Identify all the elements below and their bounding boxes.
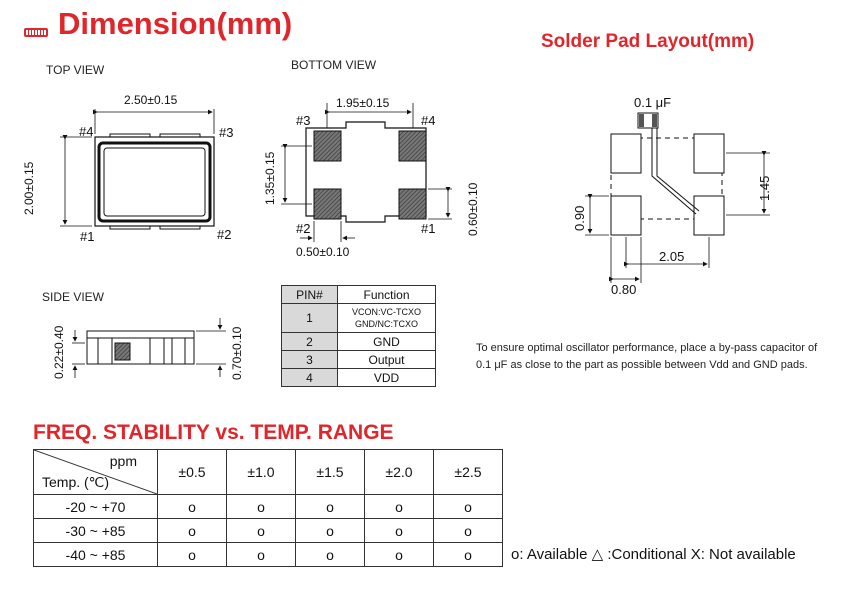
solder-dim-080: 0.80 [611, 282, 637, 297]
top-height-dim: 2.00±0.15 [22, 161, 36, 215]
avail-cell: o [364, 518, 434, 543]
avail-cell: o [364, 542, 434, 567]
avail-cell: o [295, 518, 365, 543]
avail-cell: o [157, 518, 227, 543]
avail-cell: o [157, 542, 227, 567]
pin-function-table: PIN# Function 1 VCON:VC-TCXO GND/NC:TCXO… [281, 285, 436, 387]
function-header: Function [337, 285, 436, 304]
avail-cell: o [226, 494, 296, 519]
col-header: ±1.0 [226, 449, 296, 495]
side-view-drawing [72, 318, 226, 378]
avail-cell: o [157, 494, 227, 519]
pin-header: PIN# [281, 285, 338, 304]
side-height-right-dim: 0.70±0.10 [230, 326, 244, 380]
col-header: ±2.0 [364, 449, 434, 495]
bottom-pin-3: #3 [296, 113, 311, 128]
function-cell: Output [337, 350, 436, 369]
page-title: Dimension(mm) [58, 6, 293, 41]
bottom-pin-2: #2 [296, 221, 311, 236]
bypass-note-line: To ensure optimal oscillator performance… [476, 342, 818, 354]
solder-pad-drawing [585, 112, 770, 283]
bottom-pin-4: #4 [421, 113, 436, 128]
range-cell: -30 ~ +85 [33, 518, 158, 543]
solder-dim-145: 1.45 [757, 175, 772, 201]
bottom-height-dim: 1.35±0.15 [263, 151, 277, 205]
avail-cell: o [433, 494, 503, 519]
solder-dim-090: 0.90 [572, 205, 587, 231]
top-pin-1: #1 [80, 229, 95, 244]
range-cell: -20 ~ +70 [33, 494, 158, 519]
ruler-icon [24, 28, 48, 37]
solder-pad-title: Solder Pad Layout(mm) [541, 31, 755, 52]
function-cell: VCON:VC-TCXO GND/NC:TCXO [337, 303, 436, 333]
top-view-drawing [60, 109, 215, 230]
function-cell: VDD [337, 368, 436, 387]
avail-cell: o [433, 542, 503, 567]
col-header: ±2.5 [433, 449, 503, 495]
avail-cell: o [295, 542, 365, 567]
corner-cell: ppm Temp. (℃) [33, 449, 158, 495]
avail-cell: o [226, 542, 296, 567]
top-pin-3: #3 [219, 125, 234, 140]
solder-dim-205: 2.05 [659, 249, 685, 264]
side-height-left-dim: 0.22±0.40 [52, 325, 66, 379]
avail-cell: o [295, 494, 365, 519]
freq-stability-table: ppm Temp. (℃) ±0.5 ±1.0 ±1.5 ±2.0 ±2.5 -… [33, 449, 503, 567]
top-pin-4: #4 [79, 124, 94, 139]
pin-cell: 4 [281, 368, 338, 387]
corner-diagonal [34, 450, 157, 494]
top-width-dim: 2.50±0.15 [124, 93, 178, 107]
top-pin-2: #2 [217, 227, 232, 242]
function-cell: GND [337, 332, 436, 351]
col-header: ±0.5 [157, 449, 227, 495]
top-view-label: TOP VIEW [46, 63, 105, 77]
avail-cell: o [364, 494, 434, 519]
pin-cell: 2 [281, 332, 338, 351]
range-cell: -40 ~ +85 [33, 542, 158, 567]
function-line: GND/NC:TCXO [355, 319, 418, 329]
avail-cell: o [433, 518, 503, 543]
table-row: -40 ~ +85 o o o o o [33, 542, 503, 567]
bypass-note: To ensure optimal oscillator performance… [476, 340, 817, 374]
table-row: -20 ~ +70 o o o o o [33, 494, 503, 519]
table-row: -30 ~ +85 o o o o o [33, 518, 503, 543]
bottom-pad-dim: 0.50±0.10 [296, 245, 350, 259]
pin-cell: 1 [281, 303, 338, 333]
bottom-width-dim: 1.95±0.15 [336, 96, 390, 110]
col-header: ±1.5 [295, 449, 365, 495]
corner-ppm: ppm [109, 453, 137, 469]
bottom-pin-1: #1 [421, 221, 436, 236]
pin-cell: 3 [281, 350, 338, 369]
function-line: VCON:VC-TCXO [351, 307, 421, 317]
availability-legend: o: Available △ :Conditional X: Not avail… [511, 546, 796, 563]
capacitor-label: 0.1 μF [634, 95, 672, 110]
side-view-label: SIDE VIEW [42, 290, 105, 304]
corner-temp: Temp. (℃) [42, 474, 110, 490]
bottom-pad-height-dim: 0.60±0.10 [466, 182, 480, 236]
bypass-note-line: 0.1 μF as close to the part as possible … [476, 359, 808, 371]
bottom-view-label: BOTTOM VIEW [291, 58, 377, 72]
avail-cell: o [226, 518, 296, 543]
bottom-view-drawing [281, 103, 452, 242]
freq-stability-title: FREQ. STABILITY vs. TEMP. RANGE [33, 421, 394, 444]
